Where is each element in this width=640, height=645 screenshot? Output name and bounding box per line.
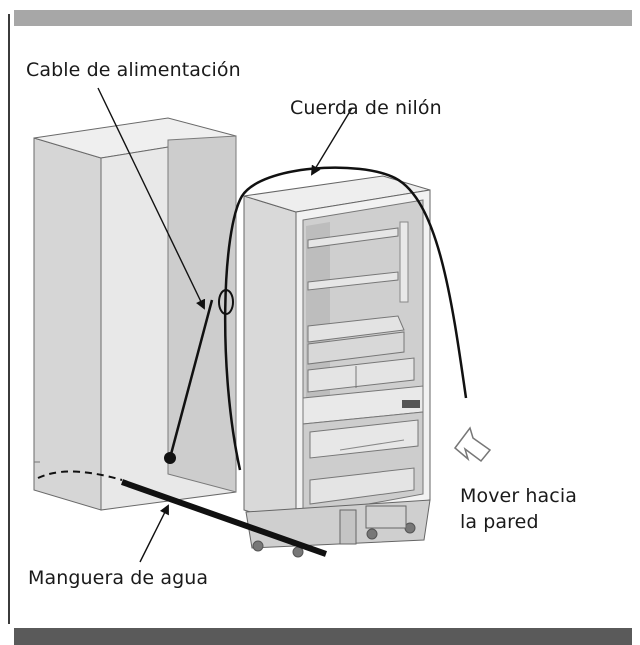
refrigerator-unit	[243, 175, 431, 558]
label-move-line2: la pared	[460, 511, 539, 533]
bottom-banner-bar	[14, 628, 632, 645]
leader-power-cable	[97, 87, 206, 310]
power-cable	[168, 299, 214, 459]
label-move-line1: Mover hacia	[460, 485, 577, 507]
top-banner-bar	[14, 10, 632, 26]
label-water-hose: Manguera de agua	[28, 567, 209, 589]
water-hose-dashed	[37, 470, 123, 481]
move-direction-arrow-icon	[453, 426, 492, 463]
left-margin-rule	[8, 14, 10, 624]
nylon-rope	[223, 166, 468, 471]
cable-plug	[164, 452, 176, 464]
water-hose	[121, 479, 327, 557]
cable-loop	[218, 289, 234, 315]
label-power-cable: Cable de alimentación	[26, 59, 241, 81]
leader-water-hose	[139, 504, 169, 563]
label-nylon-rope: Cuerda de nilón	[290, 97, 442, 119]
leader-nylon-rope	[310, 107, 353, 176]
cabinet-enclosure	[33, 117, 237, 511]
